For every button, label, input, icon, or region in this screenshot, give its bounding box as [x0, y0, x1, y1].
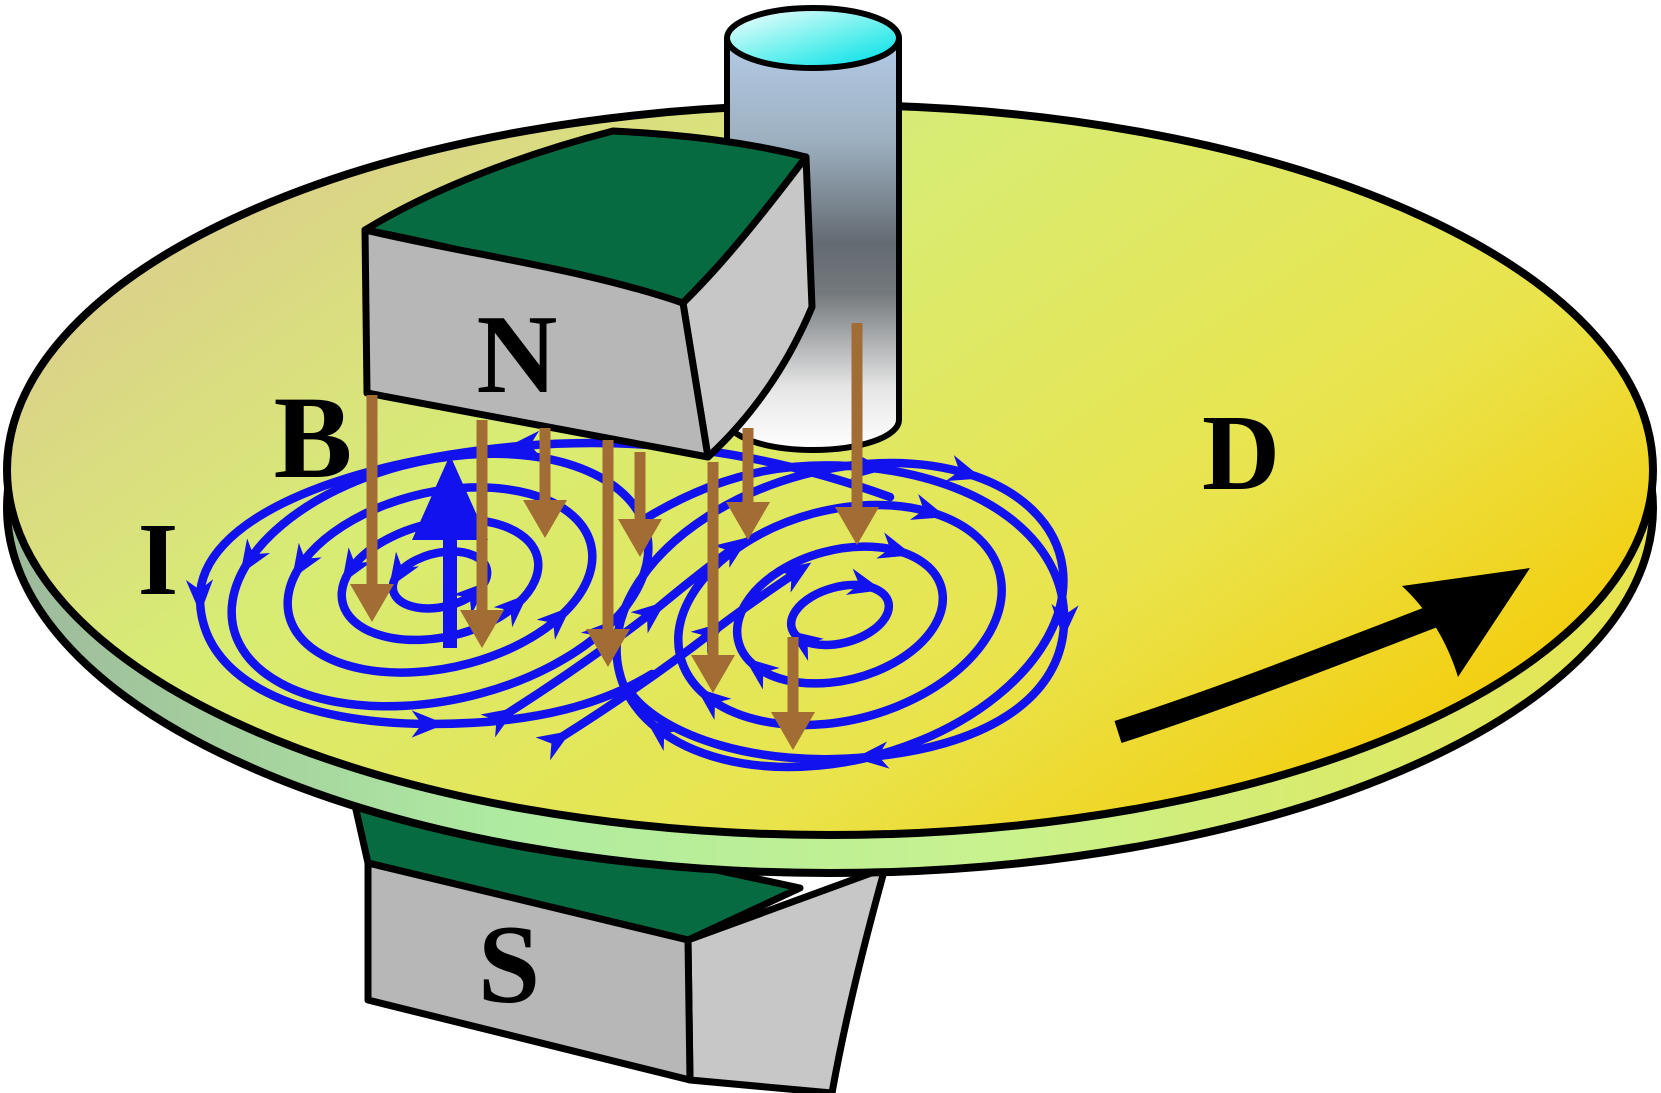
b-field-arrow-7	[726, 428, 770, 540]
south-magnet-front	[364, 859, 694, 1084]
b-field-arrow-head	[618, 519, 662, 557]
b-field-arrow-6	[691, 462, 735, 693]
north-magnet: N	[361, 127, 816, 461]
rotation-arrow	[1114, 568, 1530, 743]
b-field-arrow-3	[523, 428, 567, 538]
b-field-arrow-head	[726, 502, 770, 540]
b-field-arrow-head	[835, 507, 879, 545]
b-field-arrow-2	[460, 420, 504, 648]
induced-arrow-head	[412, 455, 488, 540]
rotation-arrow-shaft	[1114, 597, 1460, 743]
b-field-arrow-9	[771, 637, 815, 750]
label-magnetic-field: B	[274, 372, 353, 503]
axle-top	[724, 5, 902, 71]
b-field-arrow-head	[523, 500, 567, 538]
b-field-arrow-5	[618, 452, 662, 557]
b-field-arrow-head	[350, 584, 394, 622]
south-pole-label: S	[478, 903, 540, 1027]
b-field-arrow-head	[460, 610, 504, 648]
b-field-arrow-head	[691, 655, 735, 693]
b-field-arrow-head	[586, 629, 630, 667]
b-field-arrow-head	[771, 712, 815, 750]
b-field-arrow-8	[835, 323, 879, 545]
field-arrows	[350, 323, 879, 750]
label-disc: D	[1202, 394, 1280, 513]
eddy-currents	[185, 430, 1079, 772]
b-field-arrow-1	[350, 395, 394, 622]
north-magnet-side	[679, 153, 816, 461]
north-pole-label: N	[477, 293, 558, 417]
label-eddy-current: I	[138, 502, 178, 617]
induced-field-up-arrow	[412, 455, 488, 648]
rotation-arrow-head	[1402, 568, 1530, 677]
b-field-arrow-4	[586, 440, 630, 667]
north-magnet-front	[361, 226, 712, 461]
south-magnet-side	[684, 864, 889, 1093]
